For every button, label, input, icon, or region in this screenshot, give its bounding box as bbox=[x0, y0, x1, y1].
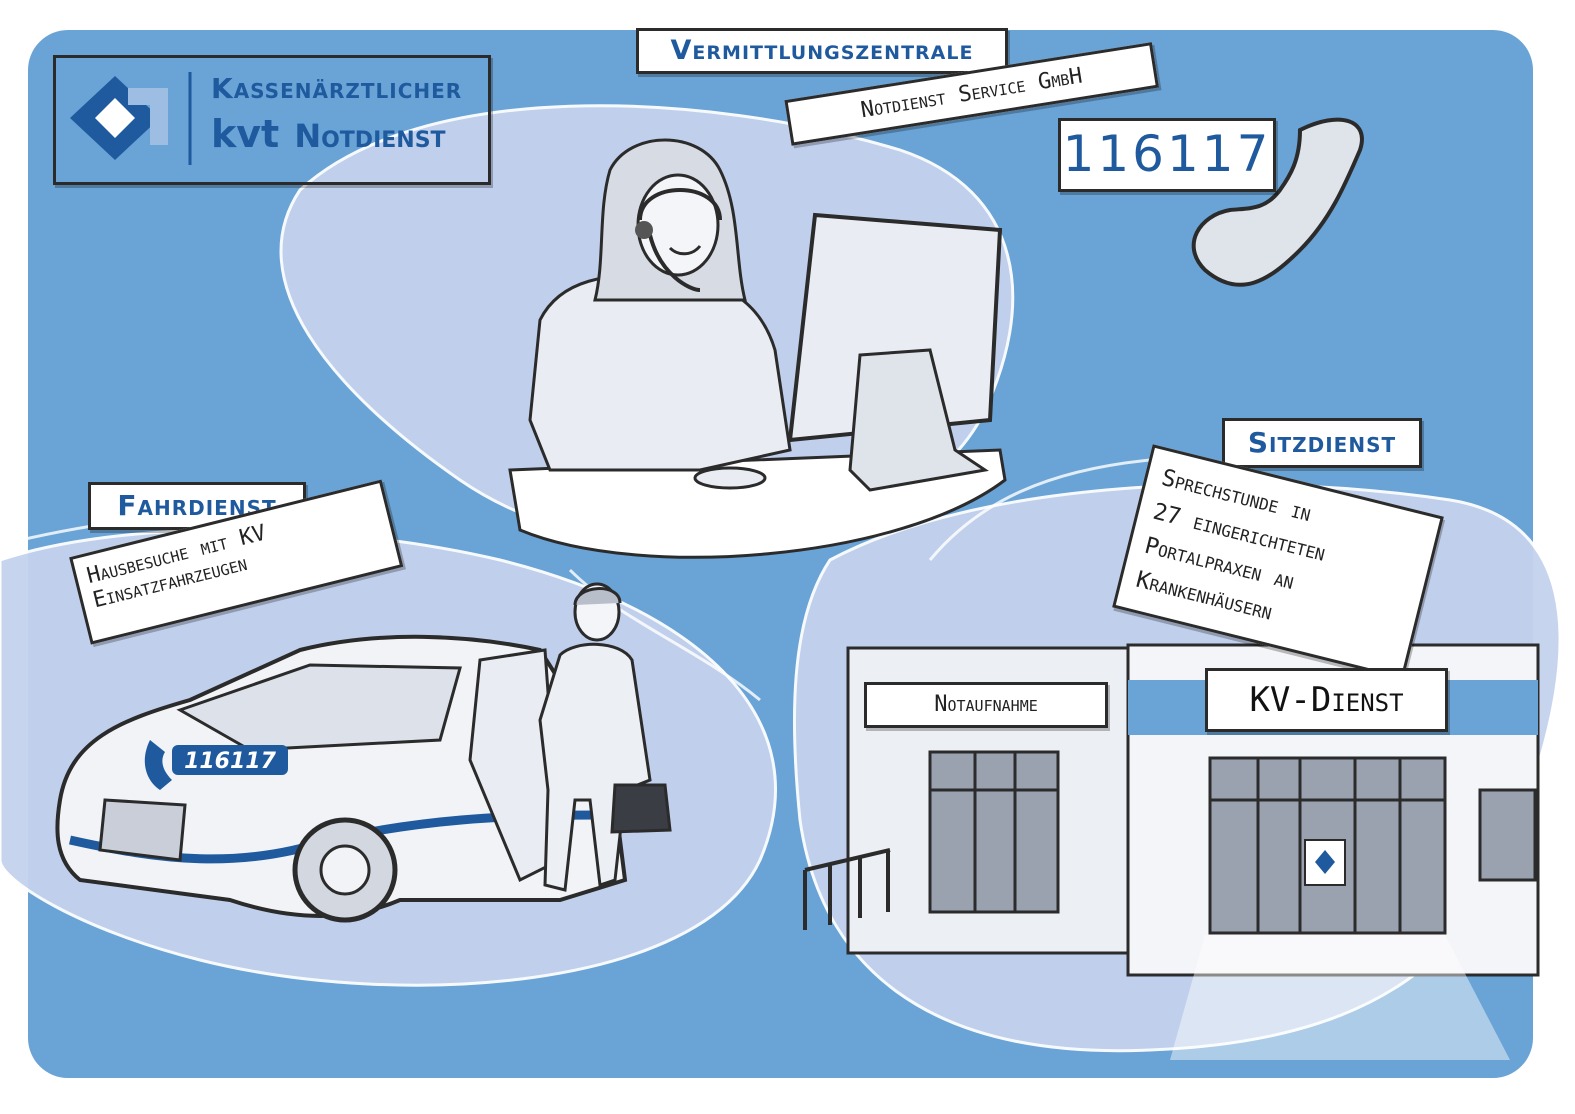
logo-title: Notdienst bbox=[294, 117, 446, 155]
kvt-logo-icon bbox=[70, 76, 168, 160]
mouse-icon bbox=[693, 466, 767, 490]
notaufnahme-entrance bbox=[928, 750, 1060, 914]
monitor-stand bbox=[848, 348, 989, 492]
car-hubcap bbox=[319, 844, 371, 896]
label-kv-dienst: KV-Dienst bbox=[1205, 668, 1448, 732]
label-notaufnahme: Notaufnahme bbox=[864, 682, 1108, 728]
car-door-open bbox=[468, 648, 562, 883]
telephone-handset-icon bbox=[1191, 117, 1364, 287]
logo-prefix: kvt bbox=[211, 112, 280, 156]
doctor-bag-icon bbox=[610, 783, 672, 834]
label-sitzdienst: Sitzdienst bbox=[1222, 418, 1422, 468]
headset-earpiece bbox=[635, 221, 653, 239]
logo-line2: kvt Notdienst bbox=[211, 112, 446, 156]
building-window-right bbox=[1478, 788, 1537, 882]
emergency-car-illustration: 116117 bbox=[55, 634, 628, 923]
entrance-frame bbox=[930, 752, 1058, 912]
headset-icon bbox=[638, 188, 722, 292]
car-number-plate bbox=[172, 745, 288, 775]
label-phone-number: 116117 bbox=[1058, 118, 1276, 192]
door-logo-diamond bbox=[1315, 850, 1335, 874]
logo-line1: Kassenärztlicher bbox=[211, 72, 463, 105]
monitor-icon bbox=[787, 212, 1003, 443]
operator-illustration bbox=[508, 138, 1007, 559]
doctor-illustration bbox=[538, 582, 672, 892]
car-number: 116117 bbox=[184, 749, 277, 774]
operator-smile bbox=[668, 244, 702, 256]
entrance-light-beam bbox=[1170, 935, 1510, 1060]
car-windshield bbox=[176, 663, 462, 752]
logo-box: Kassenärztlicher kvt Notdienst bbox=[53, 55, 491, 185]
kvdienst-frame bbox=[1210, 758, 1445, 933]
entrance-railing bbox=[803, 848, 891, 930]
car-grille bbox=[98, 798, 187, 862]
doctor-coat bbox=[538, 642, 652, 892]
label-vermittlungszentrale: Vermittlungszentrale bbox=[636, 28, 1008, 74]
car-phone-icon bbox=[144, 740, 172, 790]
doctor-hair bbox=[573, 587, 622, 606]
